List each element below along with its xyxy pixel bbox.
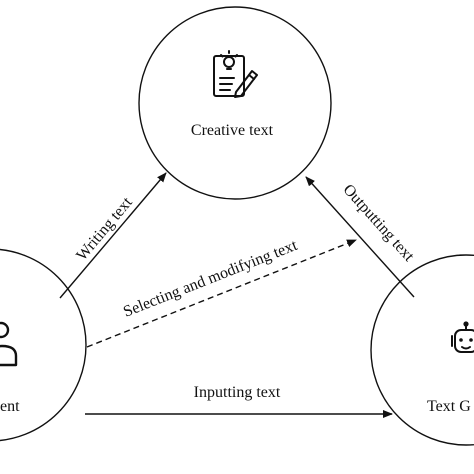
text-generator-circle — [370, 254, 474, 446]
student-circle — [0, 248, 87, 442]
node-text-generator: Text G — [370, 254, 474, 446]
writing-text-arrow — [59, 172, 167, 299]
edge-selecting-modifying-text: Selecting and modifying text — [86, 237, 357, 348]
outputting-text-label: Outputting text — [339, 181, 417, 265]
node-student: ent — [0, 248, 87, 442]
person-icon — [0, 321, 18, 367]
robot-icon — [451, 321, 474, 353]
document-idea-pen-icon — [213, 50, 258, 98]
writing-text-label: Writing text — [73, 194, 136, 264]
outputting-text-arrow — [305, 176, 415, 298]
creative-text-circle — [138, 6, 332, 200]
node-creative-text: Creative text — [138, 6, 332, 200]
inputting-text-label: Inputting text — [194, 384, 281, 401]
selecting-modifying-arrow — [86, 239, 357, 348]
text-generator-label: Text G — [427, 398, 471, 415]
edge-writing-text: Writing text — [59, 172, 167, 299]
student-label: ent — [0, 398, 20, 415]
creative-text-label: Creative text — [191, 122, 274, 139]
selecting-modifying-label: Selecting and modifying text — [121, 237, 300, 321]
edge-inputting-text: Inputting text — [85, 384, 393, 418]
edge-outputting-text: Outputting text — [305, 176, 418, 298]
